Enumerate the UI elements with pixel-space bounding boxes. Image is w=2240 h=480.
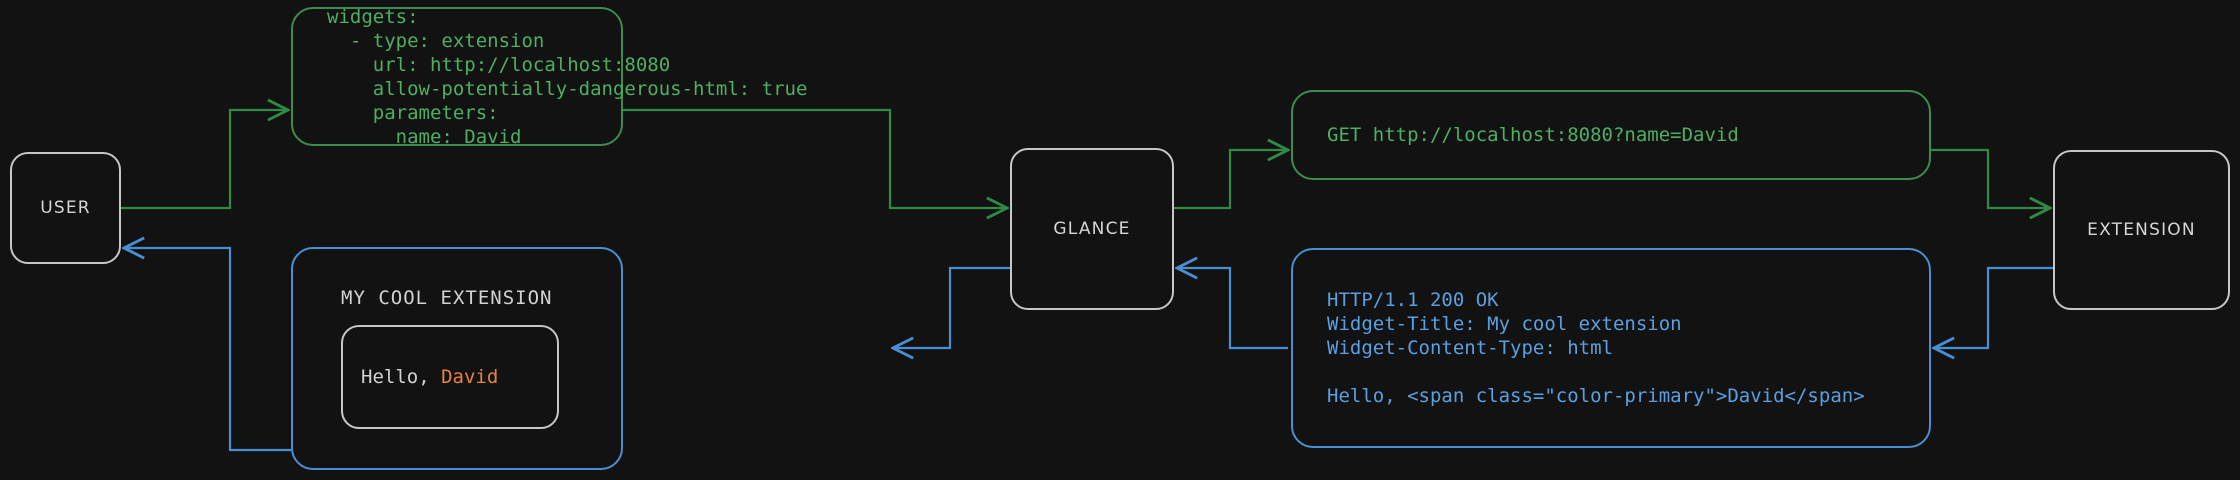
response-line: Widget-Title: My cool extension xyxy=(1327,313,1682,335)
http-response-box: HTTP/1.1 200 OK Widget-Title: My cool ex… xyxy=(1291,248,1931,448)
config-line: name: David xyxy=(327,125,522,148)
widget-preview-content: Hello, David xyxy=(341,325,559,429)
widget-preview-box: MY COOL EXTENSION Hello, David xyxy=(291,247,623,470)
response-line: Hello, <span class="color-primary">David… xyxy=(1327,385,1865,407)
widget-greeting-text: Hello, xyxy=(361,366,442,388)
config-yaml-box: widgets: - type: extension url: http://l… xyxy=(291,5,808,148)
wire-user-to-config xyxy=(121,110,288,210)
config-line: url: http://localhost:8080 xyxy=(327,53,671,76)
wire-response-to-glance xyxy=(1177,268,1288,350)
config-line: widgets: xyxy=(327,5,419,28)
widget-greeting-name: David xyxy=(441,366,499,388)
wire-config-to-glance xyxy=(623,108,1007,208)
response-line: Widget-Content-Type: html xyxy=(1327,337,1613,359)
node-user-label: USER xyxy=(40,198,91,218)
wire-request-to-extension xyxy=(1931,148,2050,208)
node-extension-label: EXTENSION xyxy=(2087,220,2196,240)
config-line: allow-potentially-dangerous-html: true xyxy=(327,77,808,100)
node-user[interactable]: USER xyxy=(10,152,121,264)
response-line: HTTP/1.1 200 OK xyxy=(1327,289,1499,311)
http-request-box: GET http://localhost:8080?name=David xyxy=(1291,90,1931,180)
request-line: GET http://localhost:8080?name=David xyxy=(1327,124,1739,146)
node-glance[interactable]: GLANCE xyxy=(1010,148,1174,310)
wire-widget-to-user xyxy=(124,248,291,452)
config-line: parameters: xyxy=(327,101,499,124)
node-extension[interactable]: EXTENSION xyxy=(2053,150,2230,310)
node-glance-label: GLANCE xyxy=(1053,219,1131,239)
wire-glance-to-request xyxy=(1174,150,1288,210)
widget-preview-greeting: Hello, David xyxy=(361,366,498,388)
config-line: - type: extension xyxy=(327,29,545,52)
wire-extension-to-response xyxy=(1934,266,2053,348)
widget-preview-title: MY COOL EXTENSION xyxy=(341,287,553,309)
wire-glance-to-widget xyxy=(893,266,1010,348)
